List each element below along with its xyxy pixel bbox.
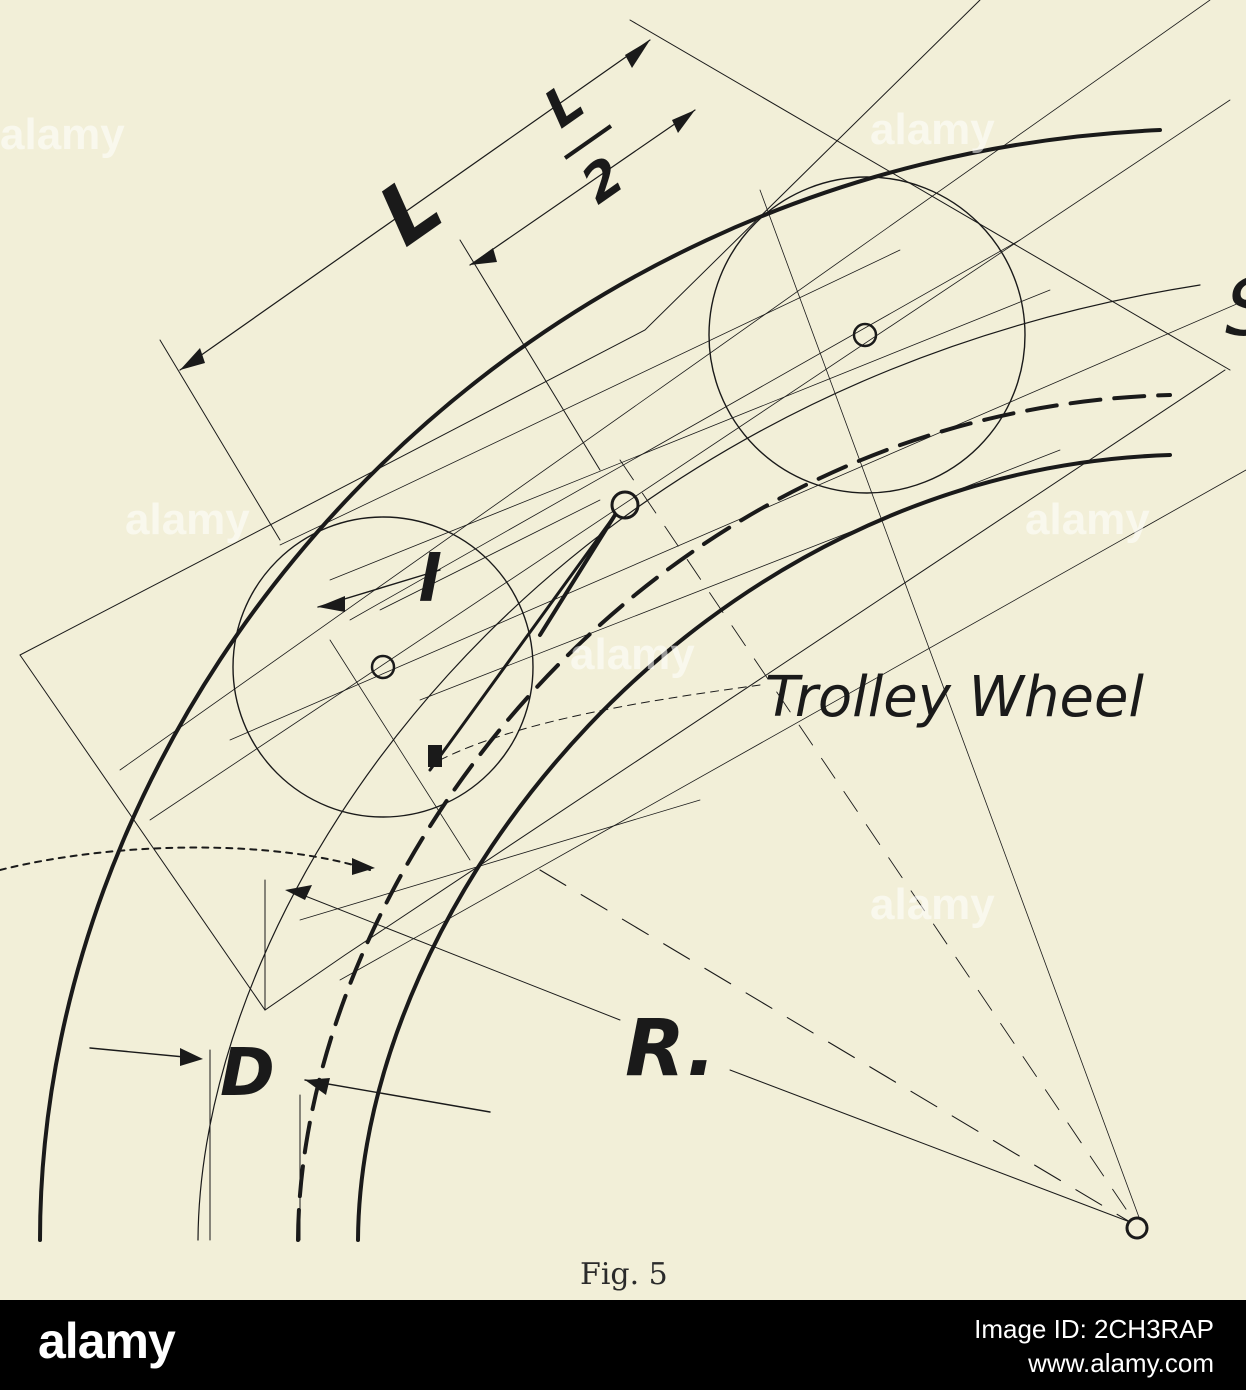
truck-frame-2	[19, 369, 1226, 1011]
watermark-6: alamy	[870, 880, 995, 929]
label-trolley-wheel: Trolley Wheel	[765, 665, 1144, 730]
watermark-2: alamy	[870, 105, 995, 154]
label-cut-letter: S	[1225, 270, 1246, 348]
site-url: www.alamy.com	[1028, 1348, 1214, 1378]
center-point	[1125, 1216, 1149, 1240]
dim-L2-line	[469, 109, 696, 266]
watermark-3: alamy	[125, 495, 250, 544]
figure-area: L L 2 l D R. Trolley Wheel S Fig. 5 alam…	[0, 0, 1246, 1300]
label-R: R.	[625, 1004, 717, 1094]
stock-banner: alamy Image ID: 2CH3RAP www.alamy.com	[0, 1300, 1246, 1390]
label-D: D	[220, 1034, 275, 1111]
trolley-pole-2	[428, 513, 617, 772]
dim-L-ext-1	[159, 339, 281, 541]
image-id-text: Image ID: 2CH3RAP	[974, 1314, 1214, 1344]
dim-L2-ext	[459, 239, 601, 471]
watermark-1: alamy	[0, 110, 125, 159]
trolley-pole	[538, 513, 617, 637]
rear-axle	[852, 322, 878, 348]
rear-wheel	[708, 176, 1026, 494]
radius-line-3	[539, 869, 1131, 1223]
watermark-4: alamy	[1025, 495, 1150, 544]
dim-L-line	[179, 39, 651, 371]
truck-frame	[19, 0, 981, 656]
brand-logo: alamy	[38, 1313, 176, 1369]
trolley-pivot	[610, 490, 640, 520]
inner-rail	[356, 453, 1172, 1242]
front-axle	[370, 654, 396, 680]
track-diagram	[0, 0, 1246, 1242]
watermark-5: alamy	[570, 630, 695, 679]
track-centerline	[197, 284, 1201, 1241]
front-wheel	[232, 516, 534, 818]
label-l: l	[418, 543, 440, 617]
radius-line-1	[289, 889, 621, 1021]
dim-L-ext-2	[629, 19, 1231, 371]
radius-line-4	[619, 459, 1131, 1216]
radius-line-2	[729, 1069, 1131, 1223]
figure-caption: Fig. 5	[580, 1257, 668, 1292]
